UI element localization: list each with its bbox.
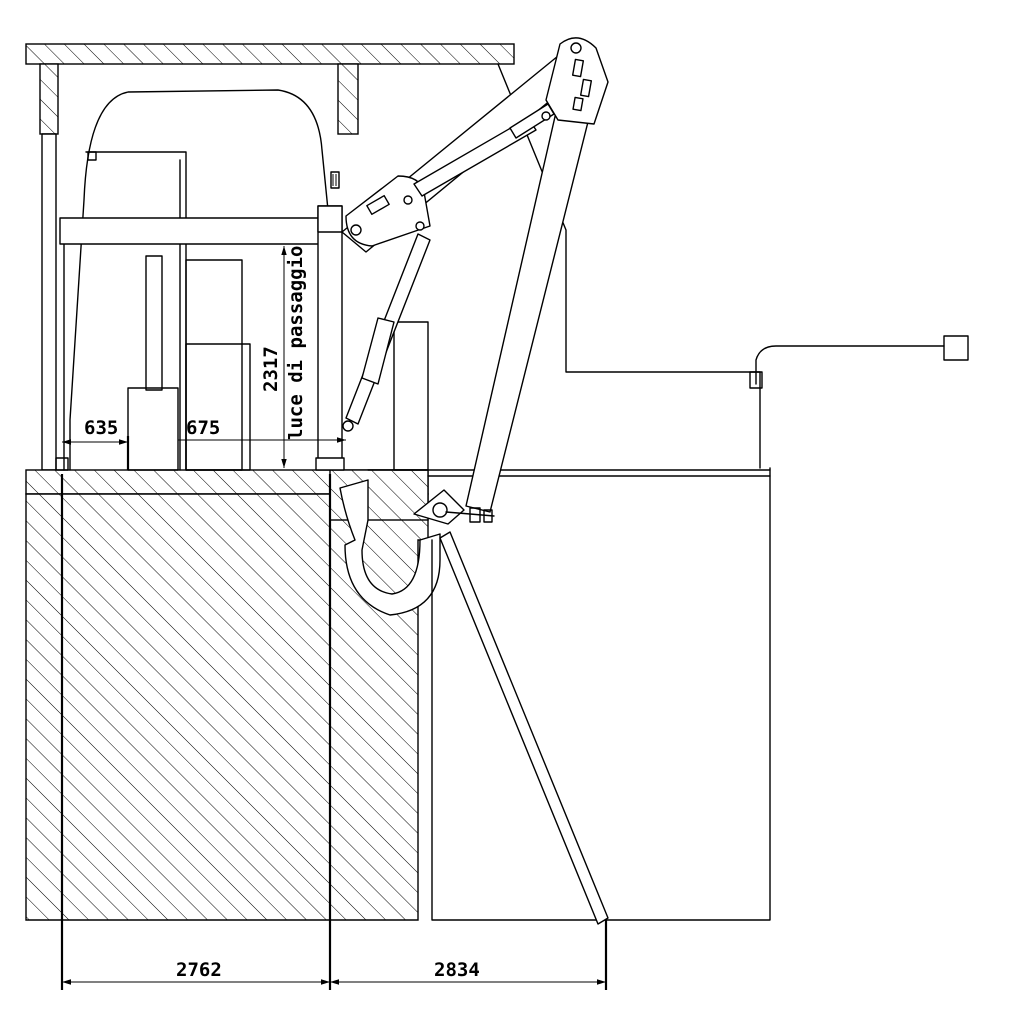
vehicle-outline bbox=[69, 89, 329, 471]
portal-post-head bbox=[317, 205, 343, 233]
top-cylinder bbox=[413, 117, 537, 197]
ramp bbox=[439, 531, 609, 925]
back-box bbox=[393, 321, 429, 471]
roof-slab bbox=[25, 43, 515, 65]
vehicle bbox=[63, 89, 340, 471]
pit bbox=[339, 467, 771, 921]
seat-back bbox=[145, 255, 163, 391]
dim-675: 675 bbox=[186, 417, 220, 439]
passage-label: luce di passaggio bbox=[285, 246, 307, 440]
cargo-block-2 bbox=[185, 343, 251, 471]
portal-frame bbox=[55, 205, 345, 471]
left-wall bbox=[41, 133, 57, 471]
dim-2834: 2834 bbox=[434, 959, 480, 981]
foundation-block bbox=[25, 493, 429, 921]
control-box bbox=[943, 335, 969, 361]
elbow-plate bbox=[345, 175, 431, 247]
portal-beam bbox=[59, 217, 331, 245]
top-plate bbox=[545, 37, 609, 125]
dim-2317: 2317 bbox=[260, 346, 282, 392]
lower-cylinder-body bbox=[361, 317, 395, 385]
portal-base bbox=[315, 457, 345, 471]
right-column-upper bbox=[337, 63, 359, 135]
dim-2762: 2762 bbox=[176, 959, 222, 981]
crane-arm bbox=[341, 37, 609, 925]
control-clamp bbox=[749, 371, 763, 389]
left-base bbox=[55, 457, 69, 471]
vehicle-mirror bbox=[87, 151, 97, 161]
cargo-block-3 bbox=[127, 387, 179, 471]
dimensions: 2762 2834 635 675 2317 luce di passaggio bbox=[60, 243, 608, 990]
control-arm bbox=[755, 345, 945, 385]
pit-wall bbox=[431, 467, 771, 921]
pit-curve bbox=[339, 479, 441, 616]
portal-post bbox=[317, 205, 343, 469]
pins bbox=[342, 42, 593, 432]
left-column-upper bbox=[39, 63, 59, 135]
dim-635: 635 bbox=[84, 417, 118, 439]
vehicle-grille bbox=[330, 171, 340, 189]
